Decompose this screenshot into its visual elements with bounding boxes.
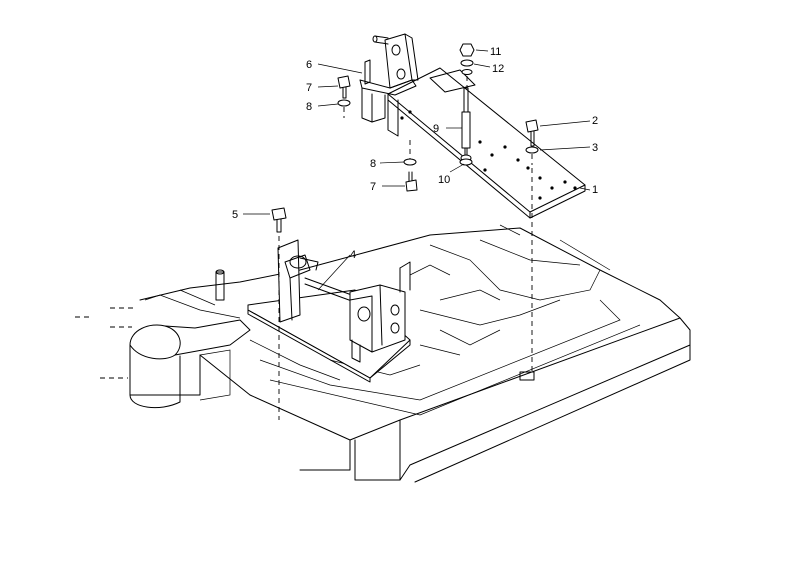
upper-bracket [359, 33, 419, 123]
callout-9: 9 [433, 123, 439, 135]
bolt-7-upper-icon [337, 75, 351, 99]
callout-labels: 1 2 3 4 5 6 7 8 9 10 11 12 8 7 [232, 46, 598, 261]
leader-lines [243, 49, 591, 291]
bolt-5-icon [271, 207, 287, 233]
callout-11: 11 [490, 46, 501, 58]
callout-5: 5 [232, 209, 238, 221]
callout-8-upper: 8 [306, 101, 312, 113]
bolt-2-icon [525, 119, 539, 147]
bolt-7-lower-icon [405, 171, 418, 192]
base-frame [75, 224, 691, 483]
mounting-plate [387, 67, 586, 372]
callout-1: 1 [592, 184, 598, 196]
callout-7-lower: 7 [370, 181, 376, 193]
washer-3-icon [525, 146, 539, 154]
fasteners [271, 75, 539, 420]
washer-10-icon [459, 158, 473, 166]
washer-8-upper-icon [337, 99, 351, 107]
callout-2: 2 [592, 115, 598, 127]
washer-8-lower-icon [403, 158, 417, 166]
callout-7-upper: 7 [306, 82, 312, 94]
callout-4: 4 [350, 249, 356, 261]
plate-holes [400, 110, 577, 200]
callout-3: 3 [592, 142, 598, 154]
callout-12: 12 [492, 63, 504, 75]
bracket-assembly [247, 239, 411, 383]
callout-8-lower: 8 [370, 158, 376, 170]
callout-10: 10 [438, 174, 450, 186]
callout-6: 6 [306, 59, 312, 71]
